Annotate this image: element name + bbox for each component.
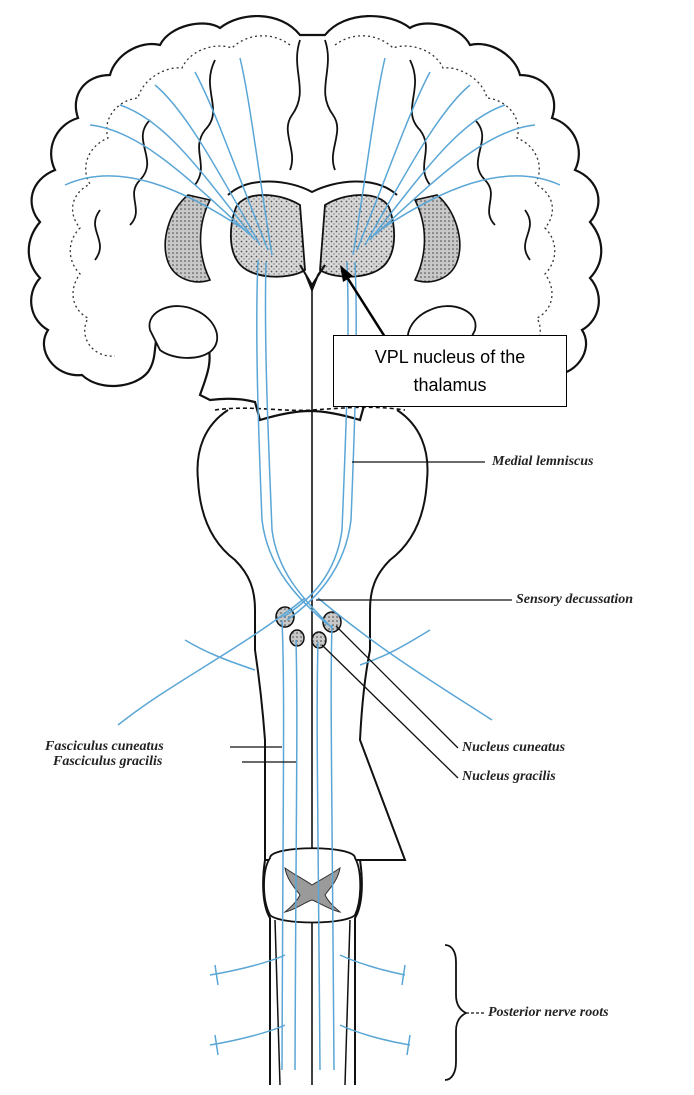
fasciculus-gracilis-label: Fasciculus gracilis bbox=[53, 754, 162, 770]
nucleus-gracilis-leader bbox=[322, 645, 458, 778]
right-thalamus bbox=[320, 195, 394, 277]
left-thalamus bbox=[231, 195, 305, 277]
posterior-nerve-roots-label: Posterior nerve roots bbox=[488, 1005, 609, 1021]
sensory-decussation-label: Sensory decussation bbox=[516, 592, 633, 608]
nucleus-gracilis-label: Nucleus gracilis bbox=[462, 769, 556, 785]
fasciculus-cuneatus-label: Fasciculus cuneatus bbox=[45, 739, 164, 755]
nucleus-gracilis-right bbox=[312, 632, 326, 648]
vpl-nucleus-callout-text: VPL nucleus of the thalamus bbox=[355, 343, 545, 399]
nucleus-gracilis-left bbox=[290, 630, 304, 646]
nucleus-cuneatus-label: Nucleus cuneatus bbox=[462, 740, 565, 756]
vpl-nucleus-callout: VPL nucleus of the thalamus bbox=[333, 335, 567, 407]
medial-lemniscus-label: Medial lemniscus bbox=[492, 454, 594, 470]
posterior-nerve-roots-brace bbox=[445, 945, 466, 1080]
